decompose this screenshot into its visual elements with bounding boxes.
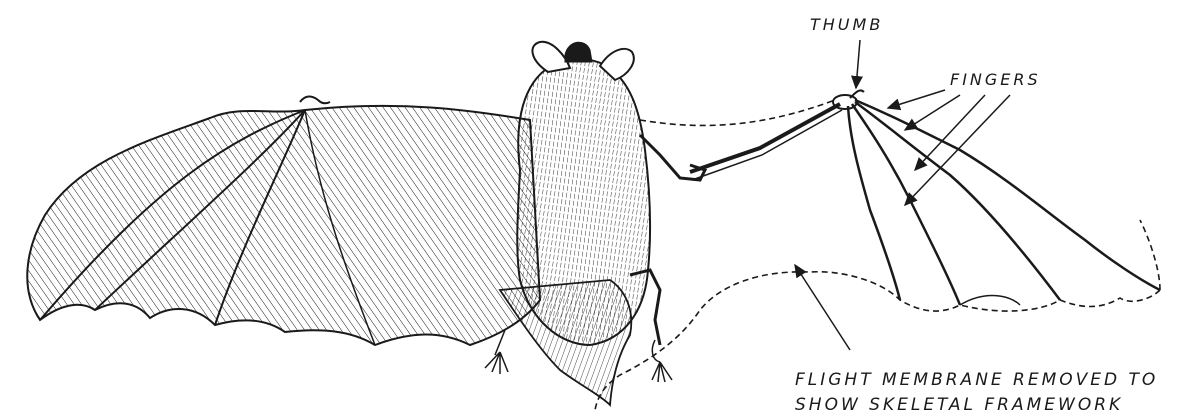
right-foot [652,362,672,382]
finger-1 [855,100,1160,290]
fingers-arrow-4 [905,95,1010,205]
bat-body [517,42,650,345]
label-membrane-line1: FLIGHT MEMBRANE REMOVED TO [795,370,1158,390]
fingers-arrow-1 [888,90,945,108]
thumb-bone [850,90,864,98]
body-fur [517,59,650,345]
right-arm-skeleton [640,90,1160,305]
annotations: THUMB FINGERS FLIGHT MEMBRANE REMOVED TO… [795,15,1158,415]
removed-membrane-outline [595,100,1160,410]
label-membrane-line2: SHOW SKELETAL FRAMEWORK [795,395,1123,415]
membrane-arrow [795,265,850,350]
left-thumb [300,96,330,103]
head-crest [565,42,592,62]
left-ear [532,42,570,72]
left-wing [27,96,540,345]
label-fingers: FINGERS [950,70,1041,89]
finger-2 [855,102,1060,300]
left-wing-membrane [27,106,540,345]
humerus [640,135,705,180]
forearm [690,104,840,172]
label-thumb: THUMB [810,15,883,34]
thumb-arrow [856,40,860,88]
